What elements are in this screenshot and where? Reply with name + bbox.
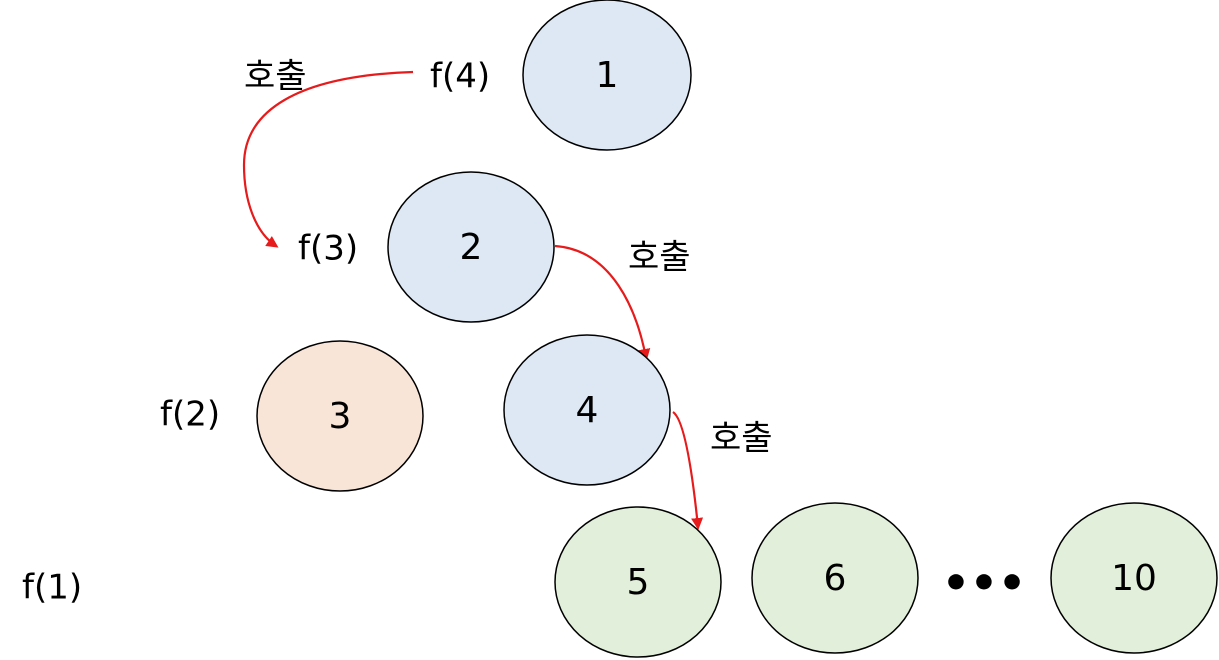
- node-10-circle: [1050, 502, 1218, 654]
- call-arrow-node2-to-node4: [554, 244, 651, 361]
- level-label-f4: f(4): [430, 57, 490, 97]
- node-6: 6: [751, 502, 919, 654]
- node-3-circle: [256, 340, 424, 492]
- node-2: 2: [387, 171, 555, 323]
- node-1: 1: [522, 0, 692, 151]
- node-6-label: 6: [824, 558, 847, 599]
- call-arrow-node4-to-node5: [672, 411, 704, 530]
- node-4: 4: [503, 334, 671, 486]
- node-4-circle: [503, 334, 671, 486]
- node-1-label: 1: [596, 55, 619, 96]
- node-3-label: 3: [329, 396, 352, 437]
- ellipsis-indicator: •••: [942, 558, 1026, 609]
- call-label-middle: 호출: [628, 238, 691, 278]
- level-label-f2: f(2): [160, 395, 220, 435]
- node-2-label: 2: [460, 227, 483, 268]
- node-10: 10: [1050, 502, 1218, 654]
- node-2-circle: [387, 171, 555, 323]
- node-3: 3: [256, 340, 424, 492]
- node-10-label: 10: [1111, 558, 1157, 599]
- level-label-f1: f(1): [22, 568, 82, 608]
- call-arrow-f4-to-f3: [242, 70, 414, 248]
- node-1-circle: [522, 0, 692, 151]
- level-label-f3: f(3): [298, 229, 358, 269]
- node-5-circle: [554, 506, 722, 658]
- node-5: 5: [554, 506, 722, 658]
- call-label-bottom: 호출: [710, 419, 773, 459]
- node-4-label: 4: [576, 390, 599, 431]
- node-5-label: 5: [627, 562, 650, 603]
- node-6-circle: [751, 502, 919, 654]
- call-label-top: 호출: [244, 57, 307, 97]
